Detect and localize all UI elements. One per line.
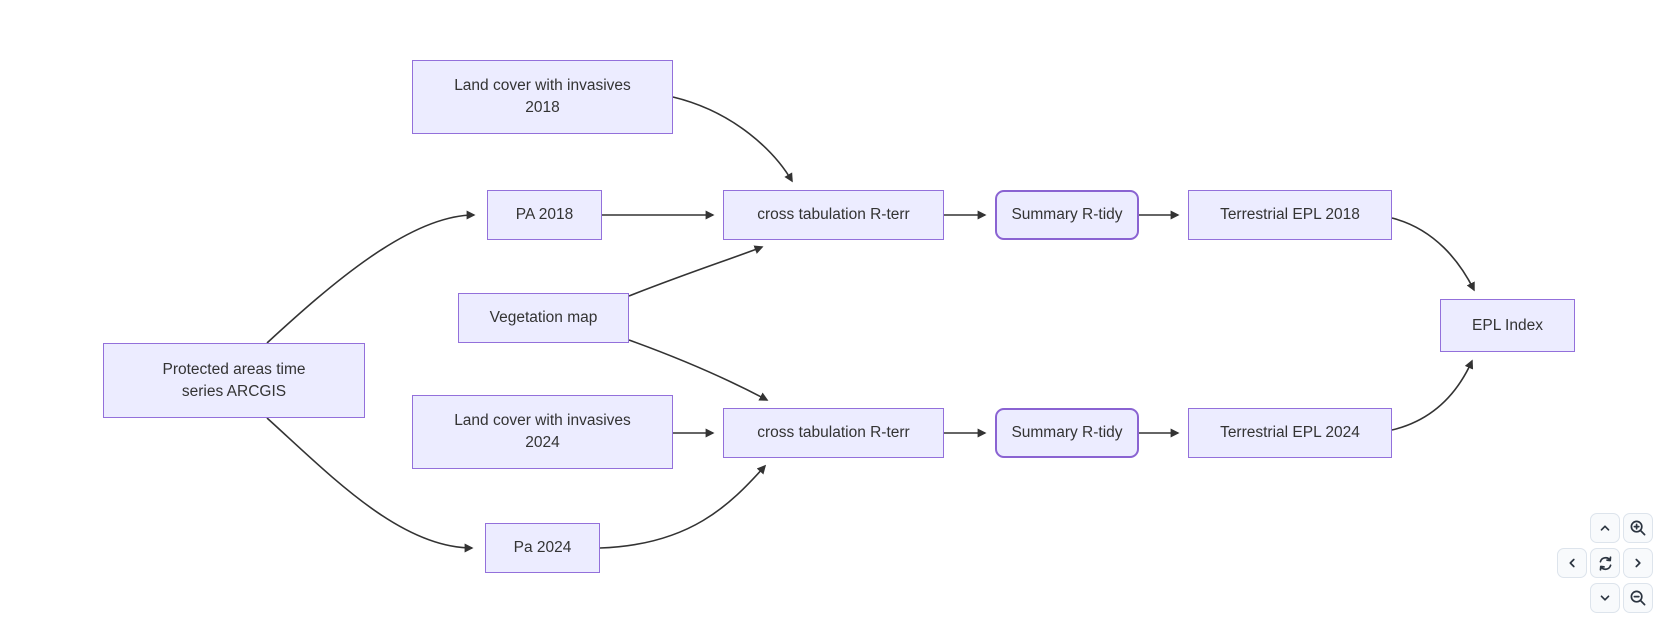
edge-landcover2018-to-crosstab2018 (672, 96, 793, 183)
node-label: cross tabulation R-terr (757, 424, 910, 441)
refresh-icon (1597, 555, 1614, 572)
zoom-out-button[interactable] (1623, 583, 1653, 613)
node-label: PA 2018 (515, 206, 574, 223)
node-label: Land cover with invasives 2024 (454, 412, 631, 451)
chevron-right-icon (1630, 555, 1646, 571)
node-label: Pa 2024 (513, 539, 572, 556)
magnifier-minus-icon (1629, 589, 1647, 607)
edge-vegmap-to-crosstab2024 (628, 339, 769, 401)
node-summary-r-tidy-2024: Summary R-tidy (995, 408, 1139, 458)
edge-terrestrial2024-to-eplindex (1391, 359, 1474, 431)
pan-down-button[interactable] (1590, 583, 1620, 613)
pan-right-button[interactable] (1623, 548, 1653, 578)
node-terrestrial-epl-2018: Terrestrial EPL 2018 (1188, 190, 1392, 240)
node-label: Land cover with invasives 2018 (454, 77, 631, 116)
node-label: Summary R-tidy (1011, 424, 1123, 441)
node-label: Protected areas time series ARCGIS (162, 360, 306, 400)
node-label: Terrestrial EPL 2024 (1220, 424, 1360, 441)
node-land-cover-invasives-2018: Land cover with invasives 2018 (412, 60, 673, 134)
chevron-up-icon (1597, 520, 1613, 536)
node-protected-areas-time-series: Protected areas time series ARCGIS (103, 343, 365, 418)
node-epl-index: EPL Index (1440, 299, 1575, 352)
pan-up-button[interactable] (1590, 513, 1620, 543)
edge-vegmap-to-crosstab2018 (628, 245, 764, 297)
node-land-cover-invasives-2024: Land cover with invasives 2024 (412, 395, 673, 469)
edge-protected-to-pa2018 (266, 210, 476, 344)
node-label: Vegetation map (489, 309, 598, 326)
node-terrestrial-epl-2024: Terrestrial EPL 2024 (1188, 408, 1392, 458)
node-label: cross tabulation R-terr (757, 206, 910, 223)
node-summary-r-tidy-2018: Summary R-tidy (995, 190, 1139, 240)
node-label: Terrestrial EPL 2018 (1220, 206, 1360, 223)
chevron-left-icon (1564, 555, 1580, 571)
node-label: EPL Index (1472, 316, 1543, 334)
chevron-down-icon (1597, 590, 1613, 606)
edge-terrestrial2018-to-eplindex (1391, 217, 1475, 292)
node-pa-2018: PA 2018 (487, 190, 602, 240)
node-cross-tabulation-2024: cross tabulation R-terr (723, 408, 944, 458)
node-vegetation-map: Vegetation map (458, 293, 629, 343)
node-pa-2024: Pa 2024 (485, 523, 600, 573)
node-cross-tabulation-2018: cross tabulation R-terr (723, 190, 944, 240)
pan-left-button[interactable] (1557, 548, 1587, 578)
zoom-in-button[interactable] (1623, 513, 1653, 543)
magnifier-plus-icon (1629, 519, 1647, 537)
reset-view-button[interactable] (1590, 548, 1620, 578)
node-label: Summary R-tidy (1011, 206, 1123, 223)
edge-pa2024-to-crosstab2024 (599, 464, 767, 549)
